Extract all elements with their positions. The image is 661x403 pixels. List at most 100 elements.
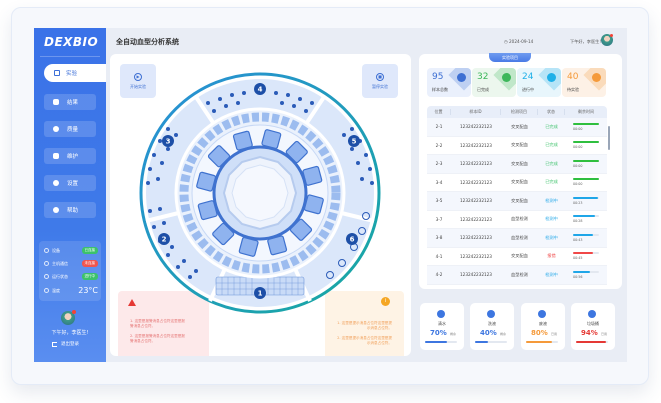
table-cell: 00:00 [565, 159, 607, 168]
table-cell: 123242232123 [460, 235, 492, 241]
table-cell: 4-1 [435, 253, 443, 259]
table-cell: 交叉配血 [511, 179, 528, 185]
status-badge: 进行中 [81, 273, 98, 280]
table-cell: 00:00 [565, 122, 607, 131]
status-badge: 检测中 [545, 216, 558, 222]
resource-card-trash: 垃圾桶 94% 已用 [571, 303, 615, 350]
check-icon [502, 73, 511, 82]
table-cell: 血型检测 [511, 234, 528, 240]
page-title: 全自动血型分析系统 [116, 38, 179, 46]
resource-card-wash: 洗液 40% 剩余 [470, 303, 514, 350]
table-cell: 4-2 [435, 272, 443, 278]
stat-pending: 40 待实验 [562, 68, 606, 97]
water-icon [437, 310, 445, 318]
sidebar-item-quality[interactable]: 质量 [44, 121, 96, 137]
zone-label-5: 5 [352, 138, 357, 146]
stat-completed: 32 已完成 [472, 68, 516, 97]
table-cell: 00:28 [565, 215, 607, 223]
resource-card-water: 清水 70% 剩余 [420, 303, 464, 350]
shield-icon [53, 126, 59, 132]
pending-icon [592, 73, 601, 82]
wrench-icon [53, 153, 59, 159]
zone-label-1: 1 [258, 290, 263, 298]
notification-dot [610, 34, 613, 37]
status-badge: 检测中 [545, 271, 558, 277]
sidebar-item-help[interactable]: 帮助 [44, 202, 96, 218]
status-badge: 已完成 [545, 123, 558, 129]
avatar[interactable] [601, 34, 613, 46]
table-cell: 00:45 [565, 252, 607, 260]
logo: DEXBIO [44, 35, 99, 49]
logout-button[interactable]: 退出登录 [52, 341, 79, 347]
sidebar-item-label: 实验 [66, 71, 78, 77]
info-panel: i 1. 这里是提示消息占位符这里是提示消息占位符。 2. 这里是提示消息占位符… [325, 291, 404, 356]
divider [40, 56, 100, 57]
table-cell: 3-8 [435, 235, 443, 241]
play-icon: ▶ [134, 72, 142, 81]
temperature-value: 23°C [78, 286, 98, 295]
zone-label-4: 4 [258, 86, 263, 94]
gear-icon [53, 180, 59, 186]
wash-icon [487, 310, 495, 318]
status-badge: 检测中 [545, 234, 558, 240]
help-icon [53, 207, 59, 213]
table-cell: 2-2 [435, 142, 443, 148]
status-row-temperature: 温度 23°C [44, 286, 98, 295]
table-cell: 00:00 [565, 178, 607, 186]
table-cell: 血型检测 [511, 271, 528, 277]
run-icon [44, 274, 49, 279]
status-badge: 检测中 [545, 197, 558, 203]
status-badge: 已完成 [545, 142, 558, 148]
sidebar-item-maintenance[interactable]: 维护 [44, 148, 96, 164]
avatar[interactable] [61, 311, 75, 325]
resource-progress [526, 341, 558, 343]
status-row-run: 运行状态 进行中 [44, 273, 98, 280]
analyzer-panel: ▶ 开始实验 ■ 暂停实验 1. 这里是报警消息占位符这里是报警消息占位符。 2… [110, 54, 411, 356]
sidebar: DEXBIO 实验 结果 质量 维护 设置 帮助 设 [34, 28, 106, 362]
table-header: 位置 样本ID 检测项目 状态 剩余时间 [427, 106, 607, 118]
stop-icon: ■ [376, 72, 384, 81]
date-display: ◷ 2024-09-14 [504, 39, 534, 44]
warning-icon [128, 299, 136, 306]
start-experiment-button[interactable]: ▶ 开始实验 [120, 64, 156, 98]
zone-label-6: 6 [350, 236, 355, 244]
table-cell: 血型检测 [511, 216, 528, 222]
tab-experiment-items[interactable]: 实验项目 [489, 53, 531, 62]
document-icon [53, 99, 59, 105]
table-cell: 123242232123 [460, 179, 492, 185]
table-cell: 交叉配血 [511, 253, 528, 259]
pause-experiment-button[interactable]: ■ 暂停实验 [362, 64, 398, 98]
sidebar-item-experiment[interactable]: 实验 [44, 64, 106, 82]
sidebar-item-label: 质量 [67, 127, 79, 133]
table-cell: 3-4 [435, 179, 443, 185]
sidebar-item-settings[interactable]: 设置 [44, 175, 96, 191]
status-badge: 报错 [547, 253, 556, 259]
sample-carousel[interactable]: 1 2 3 4 5 6 [138, 71, 382, 315]
status-badge: 未连接 [81, 260, 98, 267]
app-window: DEXBIO 实验 结果 质量 维护 设置 帮助 设 [34, 28, 627, 362]
table-cell: 交叉配血 [511, 123, 528, 129]
table-scrollbar[interactable] [608, 126, 610, 150]
waste-liquid-icon [538, 310, 546, 318]
sidebar-item-label: 维护 [67, 154, 79, 160]
resource-progress [576, 341, 608, 343]
table-cell: 123242232123 [460, 142, 492, 148]
status-badge: 已完成 [545, 160, 558, 166]
warning-text: 1. 这里是报警消息占位符这里是报警消息占位符。 2. 这里是报警消息占位符这里… [130, 319, 185, 343]
greeting-text: 下午好，李医生! [570, 39, 601, 44]
table-cell: 123242232123 [460, 272, 492, 278]
sidebar-item-results[interactable]: 结果 [44, 94, 96, 110]
resource-progress [475, 341, 507, 343]
sidebar-item-label: 结果 [67, 100, 79, 106]
sidebar-item-label: 设置 [67, 181, 79, 187]
table-cell: 2-3 [435, 161, 443, 167]
